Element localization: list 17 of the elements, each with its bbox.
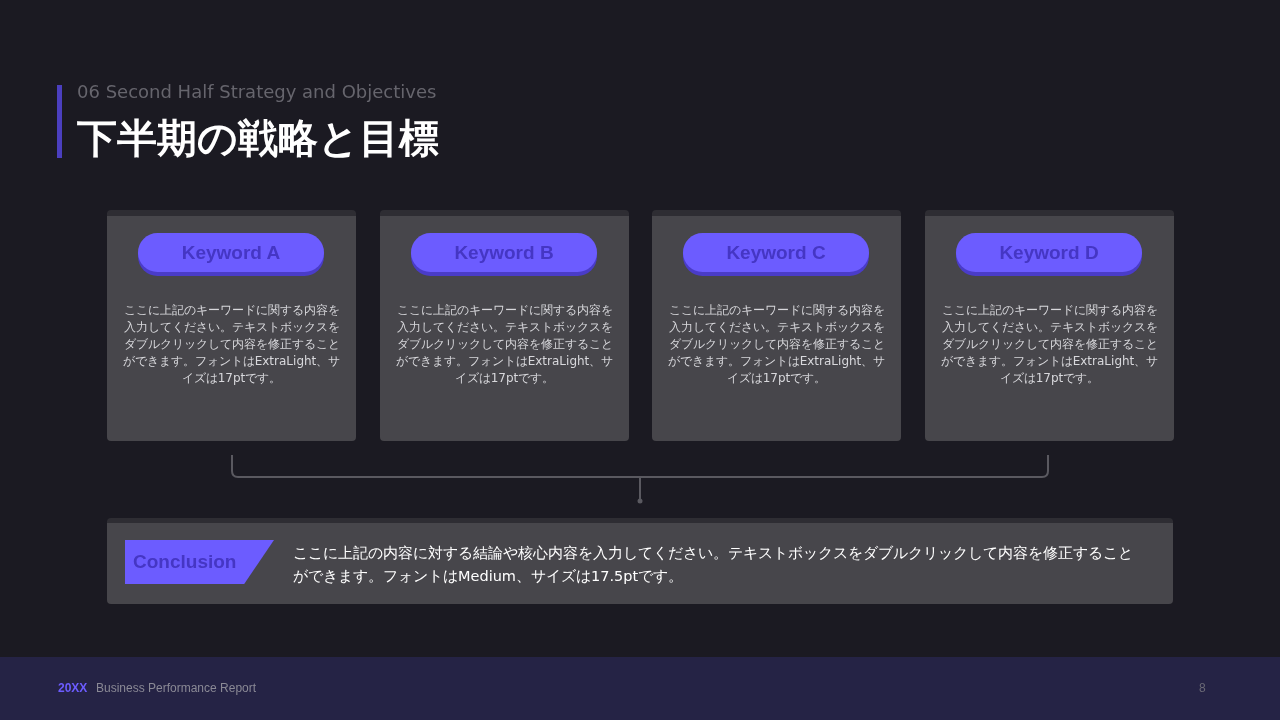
footer-band: [0, 657, 1280, 720]
card: [652, 210, 901, 441]
conclusion-panel: [107, 518, 1173, 604]
conclusion-tag: Conclusion: [125, 540, 274, 584]
title: 下半期の戦略と目標: [77, 114, 439, 163]
card: [380, 210, 629, 441]
page-number: 8: [1199, 681, 1206, 695]
body-text: ここに上記のキーワードに関する内容を入力してください。テキストボックスをダブルクリックして内容を修正することができます。フォントはExtraLight、サイズは17ptです。: [394, 302, 615, 387]
report-title: Business Performance Report: [96, 681, 257, 695]
year-text: 20XX: [58, 681, 88, 695]
subtitle: 06 Second Half Strategy and Objectives: [77, 81, 437, 102]
body-text: ここに上記のキーワードに関する内容を入力してください。テキストボックスをダブルクリックして内容を修正することができます。フォントはExtraLight、サイズは17ptです。: [666, 302, 887, 387]
card: [925, 210, 1174, 441]
body-text: ここに上記のキーワードに関する内容を入力してください。テキストボックスをダブルクリックして内容を修正することができます。フォントはExtraLight、サイズは17ptです。: [939, 302, 1160, 387]
conclusion-text: ここに上記の内容に対する結論や核心内容を入力してください。テキストボックスをダブルクリックして内容を修正することができます。フォントはMedium、サイズは17.5ptです。: [293, 544, 1134, 586]
body-text: ここに上記のキーワードに関する内容を入力してください。テキストボックスをダブルクリックして内容を修正することができます。フォントはExtraLight、サイズは17ptです。: [121, 302, 342, 387]
card: [107, 210, 356, 441]
